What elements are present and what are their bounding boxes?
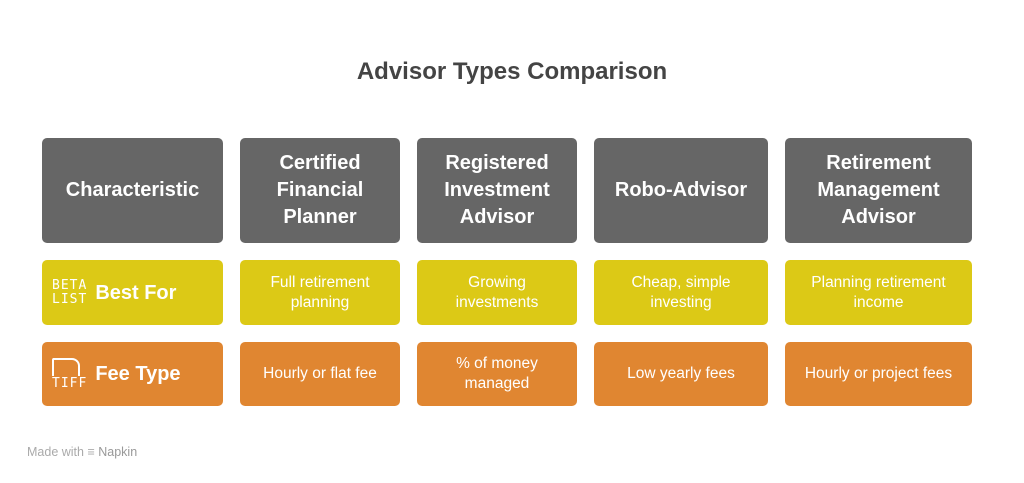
header-cfp: Certified Financial Planner [240, 138, 400, 243]
napkin-logo-icon: ≡ [87, 445, 95, 459]
footer-attribution: Made with ≡ Napkin [27, 445, 138, 459]
tiff-file-icon: TIFF [52, 357, 87, 391]
header-ria: Registered Investment Advisor [417, 138, 577, 243]
cell-fee-cfp: Hourly or flat fee [240, 342, 400, 406]
page-title: Advisor Types Comparison [356, 58, 668, 85]
cell-fee-ria: % of money managed [417, 342, 577, 406]
row-label-text: Best For [95, 281, 177, 304]
cell-fee-rma: Hourly or project fees [785, 342, 972, 406]
header-rma: Retirement Management Advisor [785, 138, 972, 243]
cell-best-for-cfp: Full retirement planning [240, 260, 400, 325]
header-robo: Robo-Advisor [594, 138, 768, 243]
cell-fee-robo: Low yearly fees [594, 342, 768, 406]
row-label-fee-type: TIFF Fee Type [42, 342, 223, 406]
cell-best-for-rma: Planning retirement income [785, 260, 972, 325]
header-characteristic: Characteristic [42, 138, 223, 243]
cell-best-for-ria: Growing investments [417, 260, 577, 325]
cell-best-for-robo: Cheap, simple investing [594, 260, 768, 325]
row-label-text: Fee Type [95, 363, 181, 385]
